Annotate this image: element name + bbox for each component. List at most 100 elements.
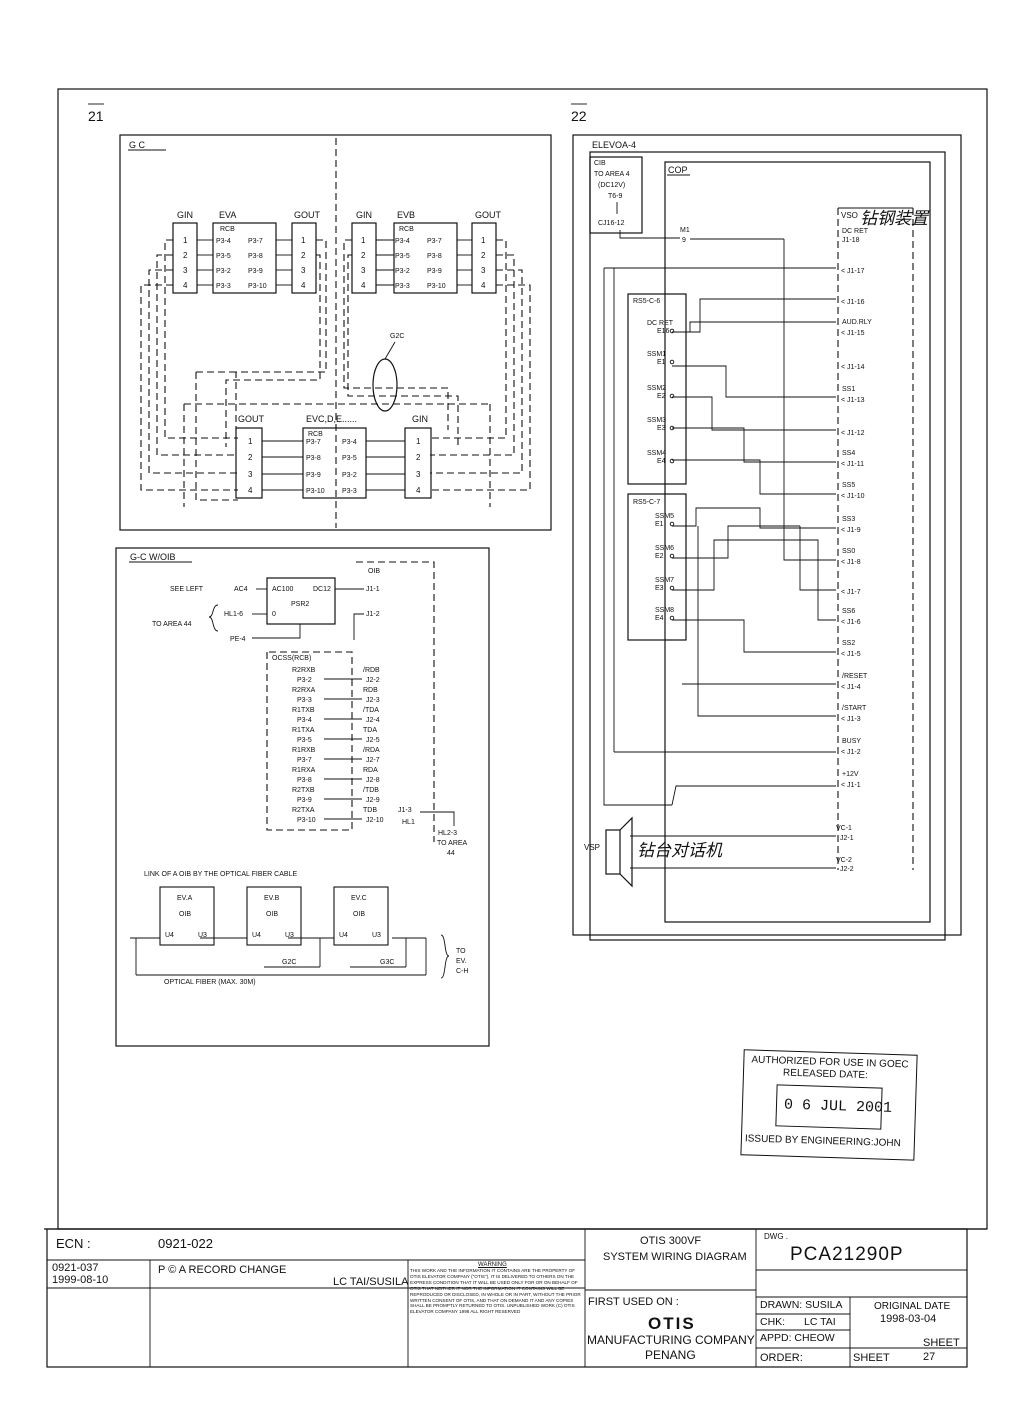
rs5a-pin-name: SSM3	[647, 417, 666, 424]
gcw-psr2: PSR2	[291, 601, 309, 608]
gcw-signal-name: R1TXA	[292, 727, 315, 734]
order-label: ORDER:	[760, 1352, 803, 1364]
gc-gin-label-2: GIN	[356, 210, 372, 220]
sheet-number-right: 22	[571, 108, 587, 124]
gc-gin-label-1: GIN	[177, 210, 193, 220]
sheet-label-2: SHEET	[853, 1352, 890, 1364]
title-line2: SYSTEM WIRING DIAGRAM	[603, 1251, 747, 1263]
gc-bottom-pin: 1	[416, 437, 421, 446]
right-vc2: VC-2	[836, 857, 852, 864]
right-j2-1: J2-1	[840, 835, 854, 842]
j1-term-jack: < J1-12	[841, 430, 865, 437]
handwriting-speaker: 钻台对话机	[637, 841, 723, 861]
gcw-g2c: G2C	[282, 959, 296, 966]
gcw-area-no: 44	[447, 850, 455, 857]
gc-title: G C	[129, 140, 146, 150]
gc-top-pin: 4	[481, 281, 486, 290]
gc-top-pin: 4	[183, 281, 188, 290]
gcw-signal-name: R1TXB	[292, 707, 315, 714]
rs5b-pin-name: SSM8	[655, 607, 674, 614]
rs5b-pin-name: SSM6	[655, 545, 674, 552]
gc-top-pin: 3	[481, 266, 486, 275]
gc-top-pin: 4	[361, 281, 366, 290]
gcw-signal-jack: J2-4	[366, 717, 380, 724]
company-name: MANUFACTURING COMPANY	[587, 1333, 755, 1347]
right-section: ELEVOA-4 CIB TO AREA 4 (DC12V) T6-9 CJ16…	[572, 134, 962, 941]
oib-box-title: EV.B	[264, 895, 280, 902]
gc-eva-label: EVA	[219, 210, 236, 220]
gcw-signal-sig: /RDA	[363, 747, 380, 754]
oib-box-u3: U3	[285, 932, 294, 939]
gc-top-cell: P3-7	[427, 238, 442, 245]
rs5b-pin-name: SSM5	[655, 513, 674, 520]
gc-g2c-label: G2C	[390, 333, 404, 340]
gcw-signal-sig: RDA	[363, 767, 378, 774]
right-cj16: CJ16-12	[598, 220, 625, 227]
gcw-signal-sig: RDB	[363, 687, 378, 694]
j1-term-jack: < J1-8	[841, 559, 861, 566]
right-cop: COP	[668, 165, 688, 175]
j1-term-jack: < J1-13	[841, 397, 865, 404]
rs5a-pin-dot	[669, 328, 675, 334]
handwriting-top: 钻钢装置	[860, 209, 930, 229]
ecn-label: ECN :	[56, 1236, 91, 1251]
sheet-number-left: 21	[88, 108, 104, 124]
original-date: 1998-03-04	[880, 1313, 937, 1325]
gc-bottom-pin: 3	[248, 470, 253, 479]
oib-box-title: EV.A	[177, 895, 193, 902]
gc-bottom-cell: P3-4	[342, 439, 357, 446]
gc-top-cell: P3-2	[395, 268, 410, 275]
gcw-dc12: DC12	[313, 586, 331, 593]
gc-bottom-pin: 3	[416, 470, 421, 479]
rs5b-pin-name: SSM7	[655, 577, 674, 584]
rs5b-pin-dot	[669, 553, 675, 559]
j1-term-jack: < J1-14	[841, 364, 865, 371]
right-j2-2: J2-2	[840, 866, 854, 873]
rs5a-pin-dot	[669, 359, 675, 365]
gc-top-cell: P3-2	[216, 268, 231, 275]
gcw-j1-2: J1-2	[366, 611, 380, 618]
gcw-see-left: SEE LEFT	[170, 586, 204, 593]
gc-top-cell: P3-5	[216, 253, 231, 260]
right-dc-ret: DC RET	[842, 228, 869, 235]
right-m1: M1	[680, 227, 690, 234]
right-wires	[613, 268, 836, 806]
rs5a-pin-id: E4	[657, 458, 666, 465]
rs5b-pin-id: E1	[655, 521, 664, 528]
gc-top-pin: 2	[361, 251, 366, 260]
sheet-number: 27	[923, 1351, 936, 1363]
right-dc12v: (DC12V)	[598, 182, 625, 189]
j1-term-jack: < J1-16	[841, 299, 865, 306]
gc-top-pin: 1	[481, 236, 486, 245]
gcw-pe: PE-4	[230, 636, 246, 643]
j1-term-jack: < J1-7	[841, 589, 861, 596]
right-t6-9: T6-9	[608, 193, 623, 200]
gcw-signal-sig: TDB	[363, 807, 377, 814]
warning-title: WARNING	[478, 1262, 507, 1268]
gcw-signal-jack: J2-9	[366, 797, 380, 804]
rs5b-pin-dot	[669, 521, 675, 527]
gcw-hl1: HL1-6	[224, 611, 243, 618]
gc-rcb-eva: RCB	[220, 226, 235, 233]
gc-top-pin: 2	[481, 251, 486, 260]
gcw-signal-jack: J2-10	[366, 817, 384, 824]
gcw-signal-pin: P3-7	[297, 757, 312, 764]
gc-top-pin: 2	[183, 251, 188, 260]
gcw-to-ev-1: TO	[456, 948, 466, 955]
rs5b-pin-dot	[669, 615, 675, 621]
gcw-j1-1: J1-1	[366, 586, 380, 593]
j1-term-jack: < J1-3	[841, 716, 861, 723]
gc-top-cell: P3-8	[427, 253, 442, 260]
oib-box-title: EV.C	[351, 895, 367, 902]
gcw-signal-pin: P3-2	[297, 677, 312, 684]
chk-label: CHK:	[760, 1316, 786, 1328]
gc-top-cell: P3-10	[248, 283, 267, 290]
gc-bottom-cell: P3-7	[306, 439, 321, 446]
right-to-area4: TO AREA 4	[594, 171, 630, 178]
gc-gout-label-3: GOUT	[238, 414, 265, 424]
j1-term-label: SS1	[842, 386, 855, 393]
gcw-link-caption: LINK OF A OIB BY THE OPTICAL FIBER CABLE	[144, 871, 297, 878]
right-nine: 9	[682, 237, 686, 244]
drawn-by: DRAWN: SUSILA	[760, 1299, 843, 1311]
